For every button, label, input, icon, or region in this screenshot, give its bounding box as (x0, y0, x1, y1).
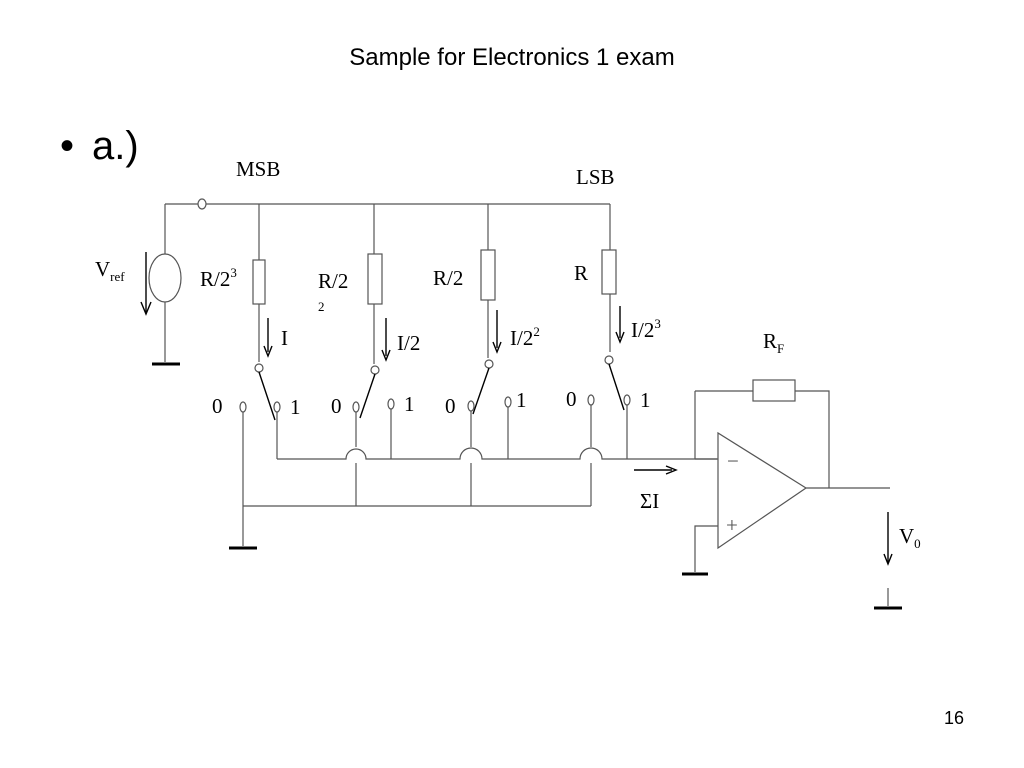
switch-3-zero-label: 0 (445, 394, 456, 418)
bullet-text: a.) (92, 124, 139, 168)
switch-1-one-label: 1 (290, 395, 301, 419)
switch-3-one-label: 1 (516, 388, 527, 412)
current-i4-label: I/23 (631, 316, 661, 342)
switch-4-one-label: 1 (640, 388, 651, 412)
opamp (682, 379, 902, 610)
resistor-r2 (367, 253, 383, 305)
opamp-plus-sign: + (726, 513, 738, 537)
output-voltage-label: V0 (899, 524, 921, 551)
top-bus (165, 198, 610, 210)
resistor-r2-label: R/2 (318, 269, 348, 293)
branch-1 (239, 204, 281, 506)
vref-source (140, 204, 182, 366)
switch-4-blade (608, 363, 625, 411)
switch-1-blade (258, 371, 276, 421)
feedback-resistor (752, 379, 796, 402)
switch-2-blade (359, 373, 376, 419)
slide-title: Sample for Electronics 1 exam (349, 44, 675, 71)
resistor-r3 (480, 249, 496, 301)
resistor-r4 (601, 249, 617, 295)
sum-current-label: ΣI (640, 489, 659, 513)
switch-2-one-label: 1 (404, 392, 415, 416)
switch-2-zero-label: 0 (331, 394, 342, 418)
feedback-resistor-label: RF (763, 329, 784, 356)
current-i3-label: I/22 (510, 324, 540, 350)
current-i1-label: I (281, 326, 288, 350)
switch-3-blade (472, 367, 490, 415)
switch-1-zero-label: 0 (212, 394, 223, 418)
msb-label: MSB (236, 157, 280, 181)
branch-4 (587, 204, 631, 506)
opamp-minus-sign: − (727, 449, 739, 473)
page-number: 16 (943, 708, 964, 728)
lsb-label: LSB (576, 165, 615, 189)
branch-2 (352, 204, 395, 506)
summing-bus (277, 447, 717, 460)
resistor-r3-label: R/2 (433, 266, 463, 290)
resistor-r4-label: R (574, 261, 588, 285)
bullet-item: • a.) (60, 124, 139, 169)
resistor-r1 (252, 259, 266, 305)
current-i2-label: I/2 (397, 331, 420, 355)
switch-4-zero-label: 0 (566, 387, 577, 411)
resistor-r1-label: R/23 (200, 265, 237, 291)
branch-3 (467, 204, 512, 506)
resistor-r2-exponent: 2 (318, 299, 325, 314)
vref-label: Vref (95, 257, 125, 284)
bullet-glyph: • (60, 124, 75, 168)
terminal-node (197, 198, 207, 210)
